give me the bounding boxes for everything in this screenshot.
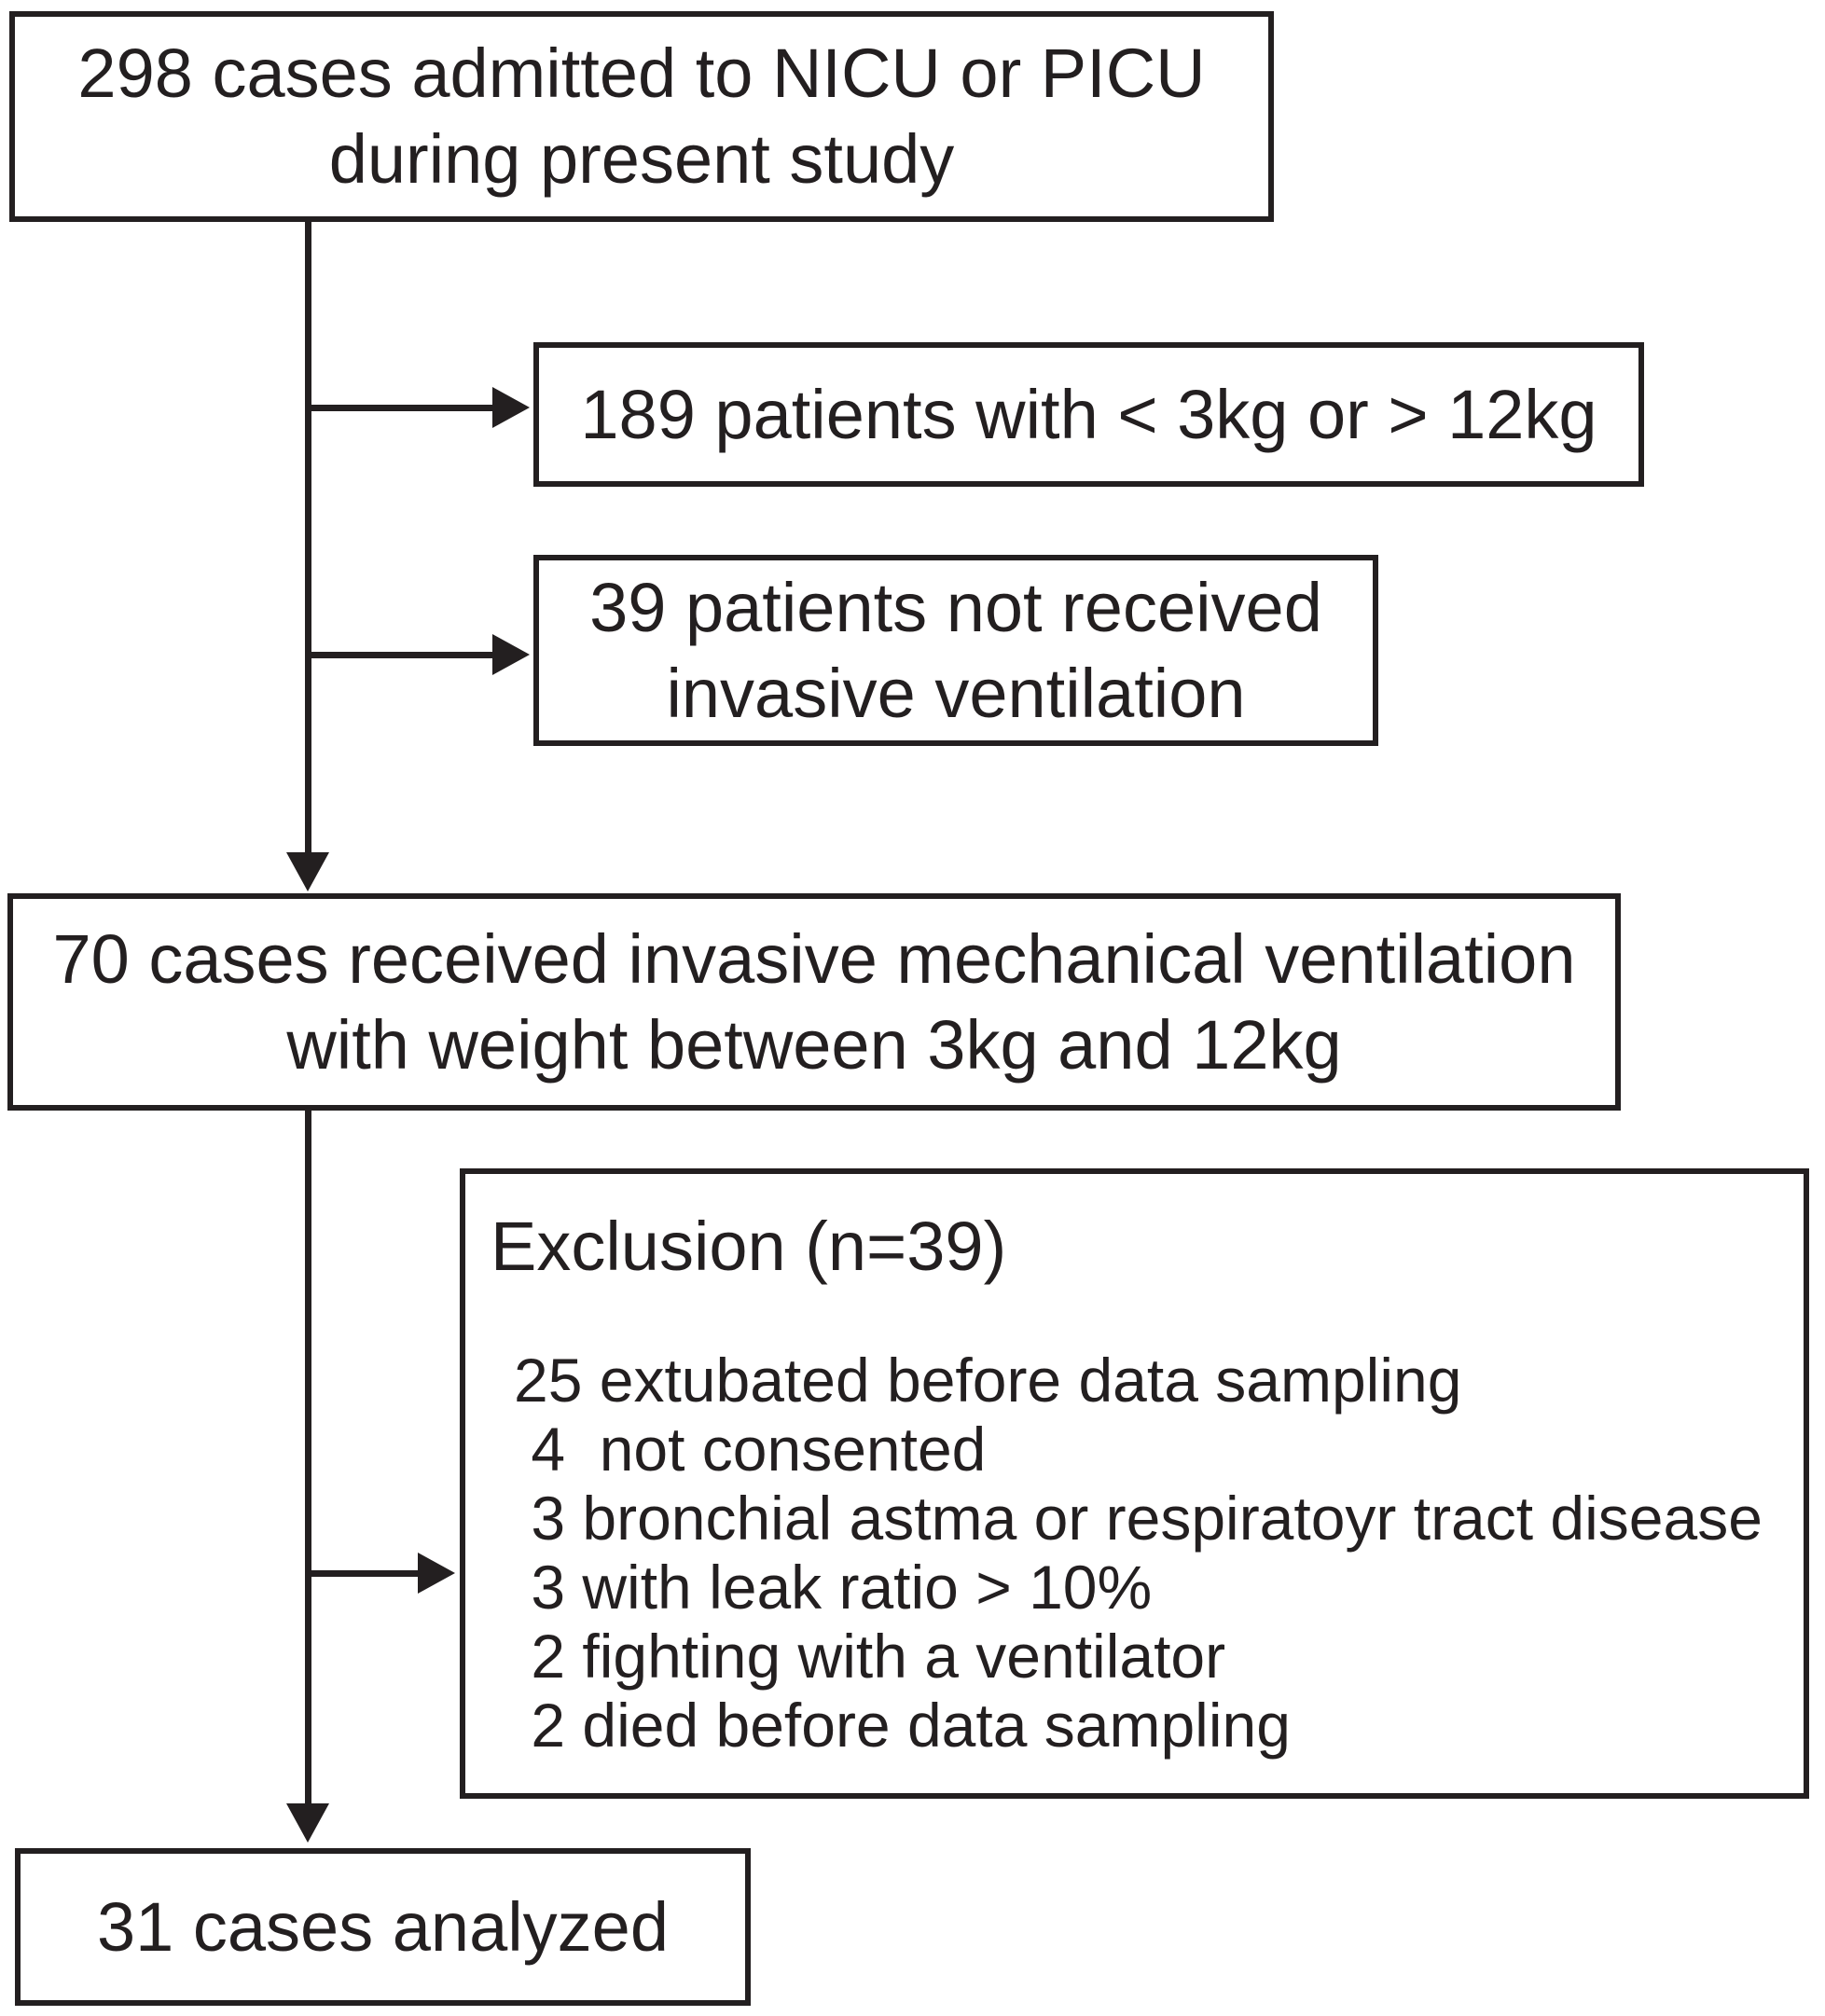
exclusion-item: 2 fighting with a ventilator xyxy=(514,1622,1226,1691)
connector-bottom-vertical-line xyxy=(305,1111,311,1805)
box-analyzed-line1: 31 cases analyzed xyxy=(97,1887,669,1966)
box-ventilated-line1: 70 cases received invasive mechanical ve… xyxy=(52,919,1576,998)
exclusion-item: 3 with leak ratio > 10% xyxy=(514,1553,1153,1622)
box-admitted-line2: during present study xyxy=(328,120,955,198)
arrowhead-down-icon xyxy=(286,852,329,891)
exclusion-list: 25 extubated before data sampling 4 not … xyxy=(514,1346,1763,1760)
connector-branch-noninvasive-line xyxy=(308,652,494,658)
box-not-ventilated: 39 patients not received invasive ventil… xyxy=(533,555,1378,746)
box-exclusion: Exclusion (n=39) 25 extubated before dat… xyxy=(460,1168,1809,1799)
connector-branch-weight-line xyxy=(308,405,494,411)
exclusion-item: 3 bronchial astma or respiratoyr tract d… xyxy=(514,1484,1763,1553)
arrowhead-down-icon xyxy=(286,1803,329,1843)
box-admitted-line1: 298 cases admitted to NICU or PICU xyxy=(77,35,1206,112)
exclusion-item: 25 extubated before data sampling xyxy=(514,1346,1462,1415)
arrowhead-right-icon xyxy=(418,1553,455,1594)
exclusion-item: 4 not consented xyxy=(514,1415,987,1484)
arrowhead-right-icon xyxy=(492,387,530,428)
connector-top-vertical-line xyxy=(305,222,311,854)
box-not-ventilated-line1: 39 patients not received xyxy=(589,568,1322,646)
exclusion-item: 2 died before data sampling xyxy=(514,1691,1291,1760)
connector-branch-exclusion-line xyxy=(308,1570,420,1577)
box-weight-excluded: 189 patients with < 3kg or > 12kg xyxy=(533,342,1644,487)
box-analyzed-cases: 31 cases analyzed xyxy=(15,1848,751,2006)
box-weight-excluded-line1: 189 patients with < 3kg or > 12kg xyxy=(580,375,1597,453)
exclusion-title: Exclusion (n=39) xyxy=(491,1208,1007,1285)
box-ventilated-cases: 70 cases received invasive mechanical ve… xyxy=(7,893,1621,1111)
box-not-ventilated-line2: invasive ventilation xyxy=(666,654,1246,732)
box-admitted-cases: 298 cases admitted to NICU or PICU durin… xyxy=(9,11,1274,222)
box-ventilated-line2: with weight between 3kg and 12kg xyxy=(286,1005,1342,1084)
arrowhead-right-icon xyxy=(492,634,530,675)
